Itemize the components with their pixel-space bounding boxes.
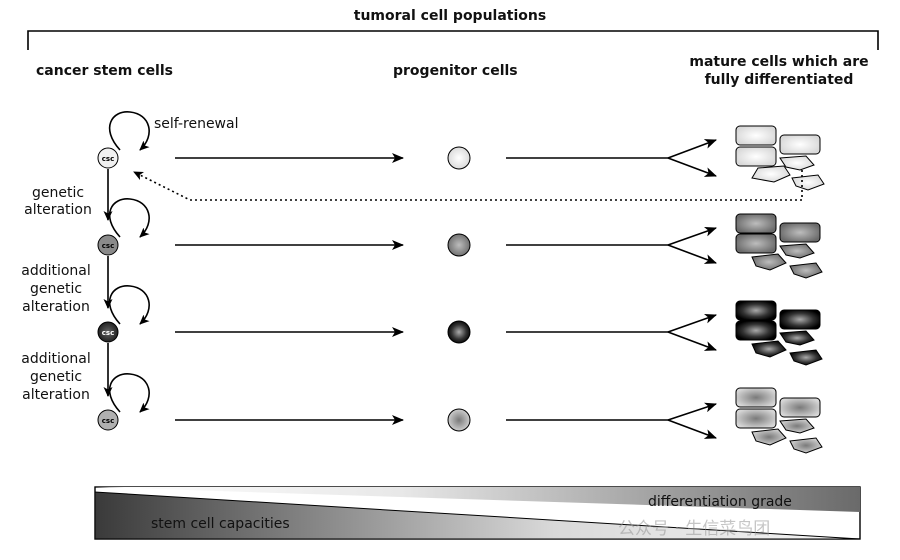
progenitor-cell [447, 320, 471, 344]
csc-cell [97, 321, 119, 343]
watermark-text: 公众号 · 生信菜鸟团 [618, 519, 771, 539]
stem-cell-capacities-label: stem cell capacities [151, 516, 290, 532]
gradient-bar [94, 486, 861, 540]
mature-column-header-line2: fully differentiated [704, 72, 854, 88]
self-renewal-label: self-renewal [154, 116, 239, 132]
step3-label-line2: genetic [29, 369, 83, 385]
step2-label-line3: alteration [22, 299, 90, 315]
step3-label-line3: alteration [22, 387, 90, 403]
progenitor-cell [447, 233, 471, 257]
row-gray [97, 373, 823, 454]
step3-label-line1: additional [21, 351, 91, 367]
progenitor-column-header: progenitor cells [393, 63, 518, 79]
progenitor-cell [447, 408, 471, 432]
self-renewal-loop [108, 285, 150, 325]
progenitor-cell [447, 146, 471, 170]
step2-label-line2: genetic [29, 281, 83, 297]
diagram-title: tumoral cell populations [353, 8, 547, 24]
row-dark [97, 285, 823, 366]
mature-cell-cluster [735, 387, 823, 454]
csc-cell [97, 409, 119, 431]
csc-tag: csc [102, 329, 114, 337]
population-bracket [27, 30, 879, 50]
mature-cell-cluster [735, 213, 823, 279]
self-renewal-loop [108, 198, 150, 238]
row-medium [97, 198, 823, 279]
mature-column-header-line1: mature cells which are [689, 54, 869, 70]
row-light [97, 111, 825, 201]
step1-label-line1: genetic [31, 185, 85, 201]
csc-tag: csc [102, 155, 114, 163]
csc-cell [97, 234, 119, 256]
self-renewal-loop [108, 111, 150, 151]
dedifferentiation-arrow [133, 170, 803, 201]
mature-cell-cluster [735, 300, 823, 366]
self-renewal-loop [108, 373, 150, 413]
differentiation-grade-label: differentiation grade [648, 494, 792, 510]
step1-label-line2: alteration [24, 202, 92, 218]
step2-label-line1: additional [21, 263, 91, 279]
csc-cell [97, 147, 119, 169]
csc-tag: csc [102, 242, 114, 250]
csc-tag: csc [102, 417, 114, 425]
csc-column-header: cancer stem cells [36, 63, 173, 79]
mature-cell-cluster [735, 125, 825, 191]
